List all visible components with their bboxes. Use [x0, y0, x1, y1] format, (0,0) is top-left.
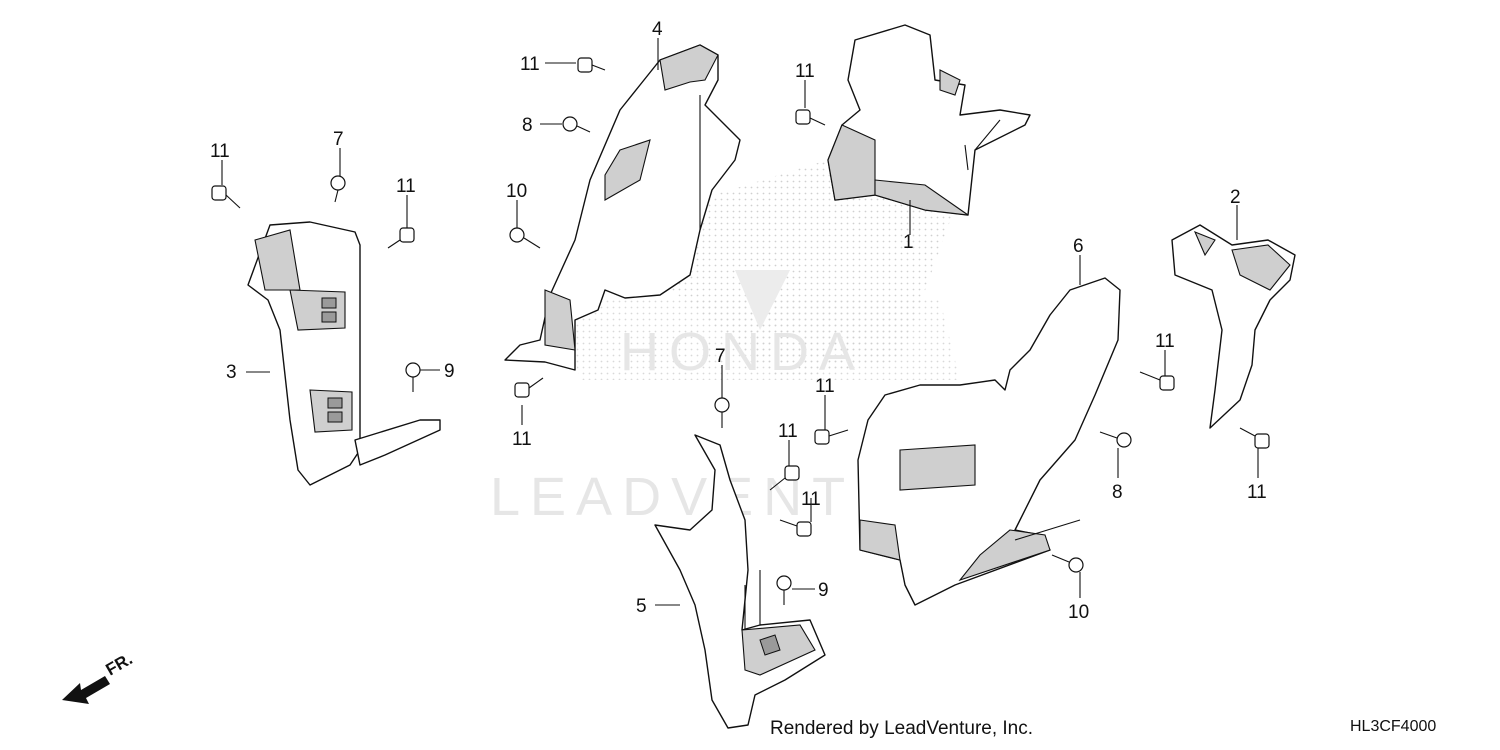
- bolt-icon: [714, 397, 730, 428]
- render-credit: Rendered by LeadVenture, Inc.: [770, 718, 1034, 739]
- callout-8: 8: [522, 115, 533, 136]
- clip-icon: [577, 57, 606, 73]
- bolt-icon: [405, 362, 421, 392]
- clip-icon: [795, 109, 826, 126]
- clip-icon: [1139, 371, 1175, 391]
- bolt-icon: [330, 175, 346, 203]
- clip-icon: [814, 429, 849, 445]
- callout-10: 10: [506, 181, 527, 202]
- callout-4: 4: [652, 19, 663, 40]
- callout-10: 10: [1068, 602, 1089, 623]
- fasteners: [211, 57, 1270, 605]
- bolt-icon: [1051, 554, 1084, 573]
- part-3-cover: [247, 221, 441, 486]
- callout-9: 9: [818, 580, 829, 601]
- callout-6: 6: [1073, 236, 1084, 257]
- callout-2: 2: [1230, 187, 1241, 208]
- clip-icon: [769, 465, 800, 491]
- callout-9: 9: [444, 361, 455, 382]
- callout-11: 11: [795, 61, 815, 82]
- callout-8: 8: [1112, 482, 1123, 503]
- bolt-icon: [776, 575, 792, 605]
- callout-3: 3: [226, 362, 237, 383]
- honda-watermark-text: HONDA: [620, 322, 865, 382]
- callout-11: 11: [210, 141, 230, 162]
- clip-icon: [514, 377, 544, 398]
- bolt-icon: [509, 227, 541, 249]
- part-1-panel: [827, 24, 1031, 216]
- callout-11: 11: [520, 54, 540, 75]
- callout-leaders: [221, 38, 1259, 606]
- part-4-panel: [504, 44, 741, 371]
- part-2-guard: [1171, 224, 1296, 429]
- callout-11: 11: [512, 429, 532, 450]
- callout-11: 11: [801, 489, 821, 510]
- clip-icon: [779, 519, 812, 537]
- clip-icon: [211, 185, 241, 209]
- bolt-icon: [1099, 431, 1132, 448]
- clip-icon: [1239, 427, 1270, 449]
- callout-7: 7: [715, 346, 726, 367]
- clip-icon: [387, 227, 415, 249]
- front-direction-indicator: FR.: [62, 649, 136, 704]
- front-arrow-icon: [62, 676, 110, 704]
- front-label: FR.: [103, 649, 136, 679]
- bolt-icon: [562, 116, 591, 133]
- callout-7: 7: [333, 129, 344, 150]
- part-5-guard: [654, 434, 826, 729]
- callout-5: 5: [636, 596, 647, 617]
- callout-1: 1: [903, 232, 914, 253]
- part-6-panel: [857, 277, 1121, 606]
- callout-11: 11: [396, 176, 416, 197]
- callout-11: 11: [1155, 331, 1175, 352]
- callout-11: 11: [778, 421, 798, 442]
- diagram-code: HL3CF4000: [1350, 718, 1437, 735]
- callout-11: 11: [1247, 482, 1267, 503]
- callout-labels: 11 8 4 11 7 11 3 9 10 11 11 1 2 6 11 7 1…: [210, 19, 1267, 623]
- callout-11: 11: [815, 376, 835, 397]
